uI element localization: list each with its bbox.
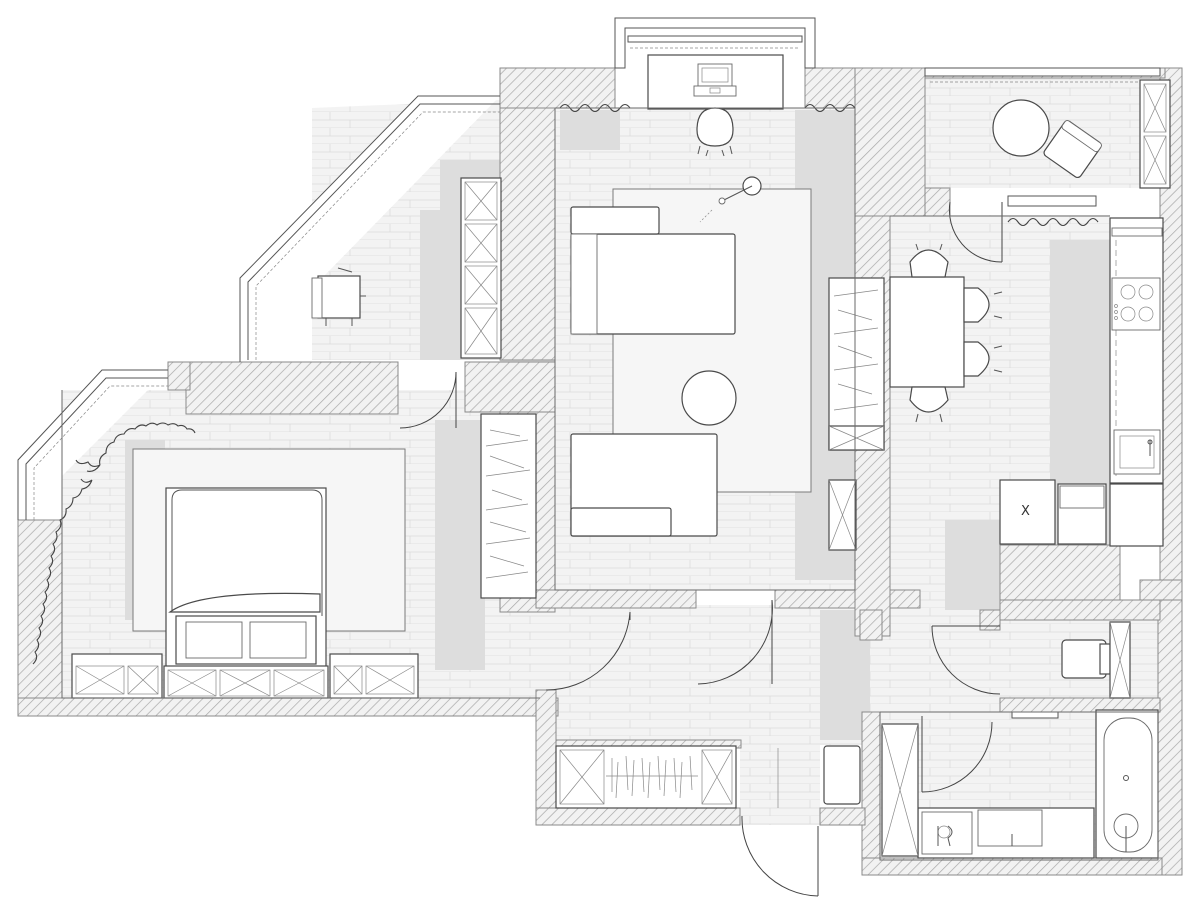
stove-icon: [1111, 277, 1161, 331]
windows: [17, 17, 1161, 520]
study: [311, 177, 502, 359]
curtain-icon: [32, 103, 1099, 665]
bed-icon: [165, 487, 327, 669]
shelf-unit: [460, 177, 502, 359]
toilet-room: [1061, 621, 1131, 699]
wardrobe-icon: [828, 277, 885, 551]
hall: [555, 745, 861, 809]
floor-entry: [740, 745, 820, 825]
balcony-cabinet: [1139, 79, 1171, 189]
door-swing-icon: [399, 201, 1003, 897]
living-room: [570, 54, 885, 551]
coffee-table: [681, 370, 737, 426]
desk: [647, 54, 784, 110]
chair-icon: [311, 267, 366, 326]
washing-machine-icon: [921, 811, 973, 855]
balcony: [992, 79, 1171, 207]
shoe-cabinet: [823, 745, 861, 805]
bathroom: [881, 709, 1159, 859]
sofa-icon: [570, 433, 718, 537]
wardrobe-icon: [555, 745, 737, 809]
sofa-icon: [570, 206, 736, 335]
kitchen: X: [889, 217, 1164, 547]
lamp-icon: [699, 176, 762, 223]
bathtub-icon: [1095, 709, 1159, 859]
sink-icon: [1113, 429, 1161, 475]
walls: [17, 67, 1183, 876]
round-table: [992, 99, 1050, 157]
dining-table: [889, 276, 965, 388]
chair-icon: [696, 107, 734, 157]
chair-icon: [909, 243, 1003, 423]
bedroom: [71, 413, 537, 699]
cabinet-mark: X: [1021, 504, 1030, 519]
fridge: [999, 479, 1056, 545]
toilet-icon: [1061, 639, 1111, 679]
laptop-icon: [693, 63, 737, 97]
wardrobe-icon: [480, 413, 537, 599]
chair-icon: [1043, 120, 1102, 179]
outline: [61, 107, 1159, 861]
